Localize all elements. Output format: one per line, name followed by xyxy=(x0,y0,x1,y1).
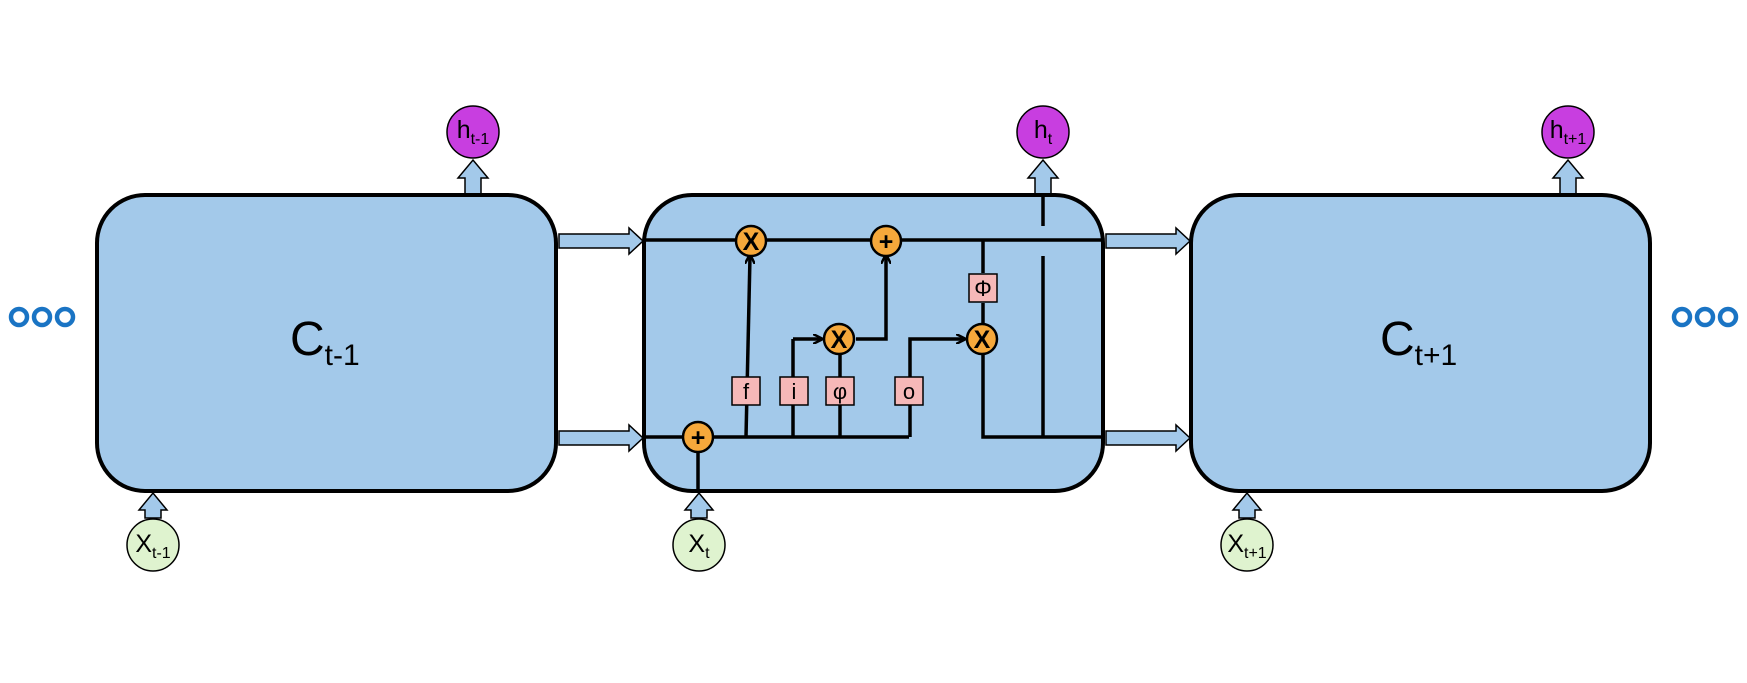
hidden-state-arrow-1 xyxy=(558,423,645,453)
forget-multiply-icon: X xyxy=(734,224,768,258)
input-node-next: Xt+1 xyxy=(1220,518,1274,572)
gate-cell-activation: Φ xyxy=(968,273,998,303)
gate-forget: f xyxy=(731,376,761,406)
input-node-current: Xt xyxy=(672,518,726,572)
svg-text:Xt-1: Xt-1 xyxy=(135,530,170,562)
gate-input: i xyxy=(779,376,809,406)
hidden-node-prev: ht-1 xyxy=(446,105,500,159)
input-arrow-prev xyxy=(137,491,169,519)
svg-text:X: X xyxy=(743,228,760,256)
svg-text:Xt: Xt xyxy=(688,530,710,562)
svg-text:φ: φ xyxy=(833,379,847,404)
cell-add-icon: + xyxy=(869,224,903,258)
cell-box-prev xyxy=(95,193,558,493)
input-multiply-icon: X xyxy=(822,322,856,356)
svg-text:+: + xyxy=(879,228,894,256)
ellipsis-right-icon xyxy=(1671,306,1739,328)
svg-text:Φ: Φ xyxy=(974,276,992,301)
svg-text:ht-1: ht-1 xyxy=(457,116,490,148)
svg-text:ht: ht xyxy=(1034,116,1053,148)
hidden-state-arrow-2 xyxy=(1105,423,1192,453)
gate-candidate: φ xyxy=(825,376,855,406)
output-arrow-prev xyxy=(456,158,490,195)
input-node-prev: Xt-1 xyxy=(126,518,180,572)
output-arrow-next xyxy=(1551,158,1585,195)
cell-box-current xyxy=(642,193,1105,493)
svg-text:+: + xyxy=(691,424,706,452)
ellipsis-left-icon xyxy=(8,306,76,328)
input-add-icon: + xyxy=(681,420,715,454)
svg-text:o: o xyxy=(903,379,915,404)
cell-state-arrow-1 xyxy=(558,226,645,256)
output-multiply-icon: X xyxy=(965,322,999,356)
output-arrow-current xyxy=(1026,158,1060,195)
svg-text:f: f xyxy=(743,379,750,404)
input-arrow-next xyxy=(1231,491,1263,519)
svg-text:ht+1: ht+1 xyxy=(1550,116,1587,148)
cell-box-next xyxy=(1189,193,1652,493)
hidden-node-current: ht xyxy=(1016,105,1070,159)
hidden-node-next: ht+1 xyxy=(1541,105,1595,159)
svg-text:Xt+1: Xt+1 xyxy=(1227,530,1266,562)
svg-text:i: i xyxy=(792,379,797,404)
cell-label-prev: Ct-1 xyxy=(290,313,360,372)
cell-label-next: Ct+1 xyxy=(1380,313,1457,372)
svg-text:X: X xyxy=(974,326,991,354)
gate-output: o xyxy=(894,376,924,406)
svg-text:X: X xyxy=(831,326,848,354)
input-arrow-current xyxy=(683,491,715,519)
cell-state-arrow-2 xyxy=(1105,226,1192,256)
